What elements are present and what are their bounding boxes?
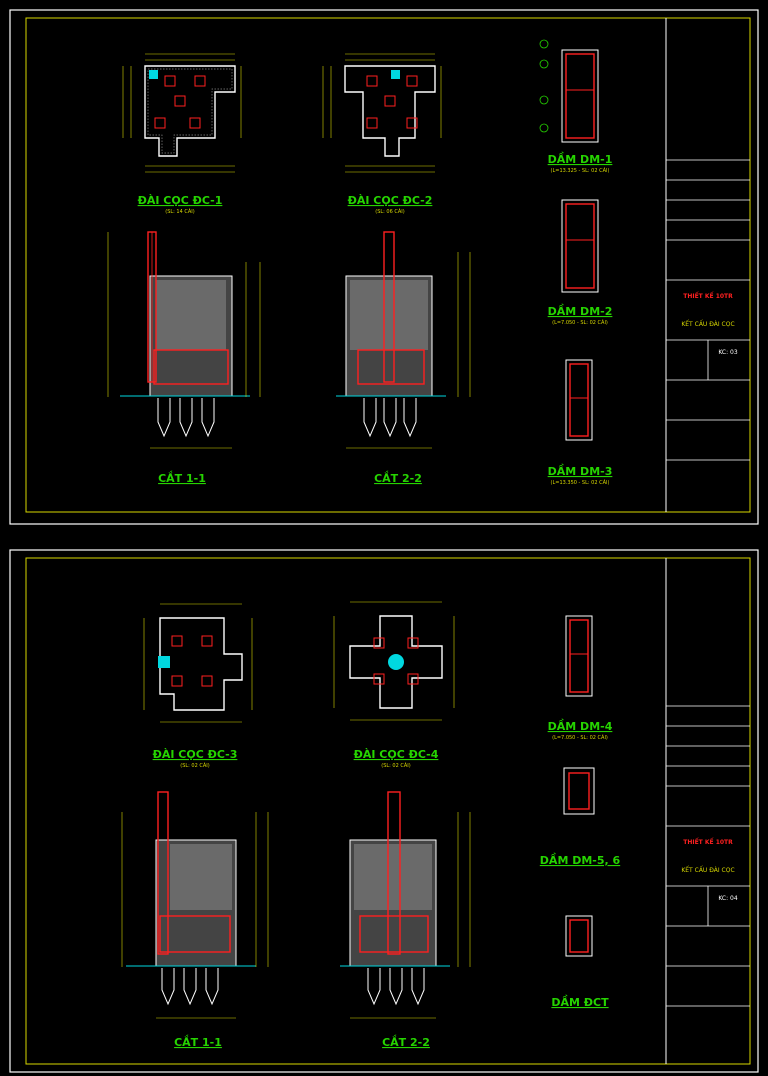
inner-frame: [25, 557, 751, 1065]
drawing-sheet-kc03: ĐÀI CỌC ĐC-1 (SL: 14 CÁI) ĐÀI CỌC ĐC-2 (…: [0, 0, 768, 528]
pile-cap-plan-4: [333, 601, 455, 721]
column-rebar: [387, 791, 401, 955]
section-title-3: CẮT 1-1: [174, 1034, 222, 1049]
sheet-number: KC: 04: [718, 895, 738, 902]
plan-subtitle-4: (SL: 02 CÁI): [381, 762, 411, 769]
beam-subtitle-1: (L=13.325 - SL: 02 CÁI): [551, 167, 610, 174]
cap-rebar: [357, 349, 425, 385]
piles: [161, 968, 219, 1006]
column-rebar: [157, 791, 169, 955]
beam-detail-6: [565, 915, 593, 957]
project-name: THIẾT KẾ 10TR: [683, 292, 733, 300]
project-name: THIẾT KẾ 10TR: [683, 838, 733, 846]
section-1-1: [107, 231, 261, 449]
beam-detail-2: [561, 199, 599, 293]
plan-title-2: ĐÀI CỌC ĐC-2: [348, 194, 433, 207]
plan-title-1: ĐÀI CỌC ĐC-1: [138, 194, 223, 207]
beam-subtitle-4: (L=7.050 - SL: 02 CÁI): [552, 734, 608, 741]
beam-title-3: DẦM DM-3: [548, 464, 613, 478]
beam-title-1: DẦM DM-1: [548, 152, 613, 166]
plan-subtitle-1: (SL: 14 CÁI): [165, 208, 195, 215]
beam-subtitle-2: (L=7.050 - SL: 02 CÁI): [552, 319, 608, 326]
pile-cap-plan-1: [122, 53, 242, 173]
outer-frame: [9, 9, 759, 525]
column-marker: [391, 70, 400, 79]
pile-cap-plan-3: [143, 603, 253, 723]
beam-detail-5: [563, 767, 595, 815]
beam-detail-3: [565, 359, 593, 441]
section-2-2: [336, 231, 471, 449]
section-title-2: CẮT 2-2: [374, 470, 422, 485]
section-1-1: [121, 791, 269, 1019]
section-2-2: [340, 791, 471, 1019]
cad-sheet-svg: ĐÀI CỌC ĐC-1 (SL: 14 CÁI) ĐÀI CỌC ĐC-2 (…: [9, 9, 759, 525]
column-rebar: [383, 231, 395, 383]
column-marker: [388, 654, 404, 670]
cap-rebar: [159, 915, 231, 953]
section-title-4: CẮT 2-2: [382, 1034, 430, 1049]
plan-title-3: ĐÀI CỌC ĐC-3: [153, 748, 238, 761]
beam-title-6: DẦM ĐCT: [551, 995, 609, 1009]
inner-frame: [25, 17, 751, 513]
plan-subtitle-3: (SL: 02 CÁI): [180, 762, 210, 769]
outer-frame: [9, 549, 759, 1073]
drawing-name: KẾT CẤU ĐÀI CỌC: [681, 866, 734, 874]
piles: [367, 968, 425, 1006]
beam-detail-1: [539, 39, 599, 143]
drawing-name: KẾT CẤU ĐÀI CỌC: [681, 320, 734, 328]
title-block: [665, 558, 750, 1064]
plan-subtitle-2: (SL: 06 CÁI): [375, 208, 405, 215]
sheet-number: KC: 03: [718, 349, 738, 356]
column-marker: [149, 70, 158, 79]
plan-title-4: ĐÀI CỌC ĐC-4: [354, 748, 439, 761]
piles: [157, 398, 215, 438]
pile-cap-plan-2: [322, 53, 442, 173]
column-marker: [158, 656, 170, 668]
cap-rebar: [153, 349, 229, 385]
beam-subtitle-3: (L=13.350 - SL: 02 CÁI): [551, 479, 610, 486]
piles: [363, 398, 417, 438]
beam-title-2: DẦM DM-2: [548, 304, 613, 318]
title-block: [665, 18, 750, 512]
drawing-sheet-kc04: ĐÀI CỌC ĐC-3 (SL: 02 CÁI) ĐÀI CỌC ĐC-4 (…: [0, 546, 768, 1076]
beam-title-4: DẦM DM-4: [548, 719, 613, 733]
beam-title-5: DẦM DM-5, 6: [540, 853, 621, 867]
cad-sheet-svg: ĐÀI CỌC ĐC-3 (SL: 02 CÁI) ĐÀI CỌC ĐC-4 (…: [9, 549, 759, 1073]
cap-rebar: [359, 915, 429, 953]
beam-detail-4: [565, 615, 593, 697]
section-title-1: CẮT 1-1: [158, 470, 206, 485]
